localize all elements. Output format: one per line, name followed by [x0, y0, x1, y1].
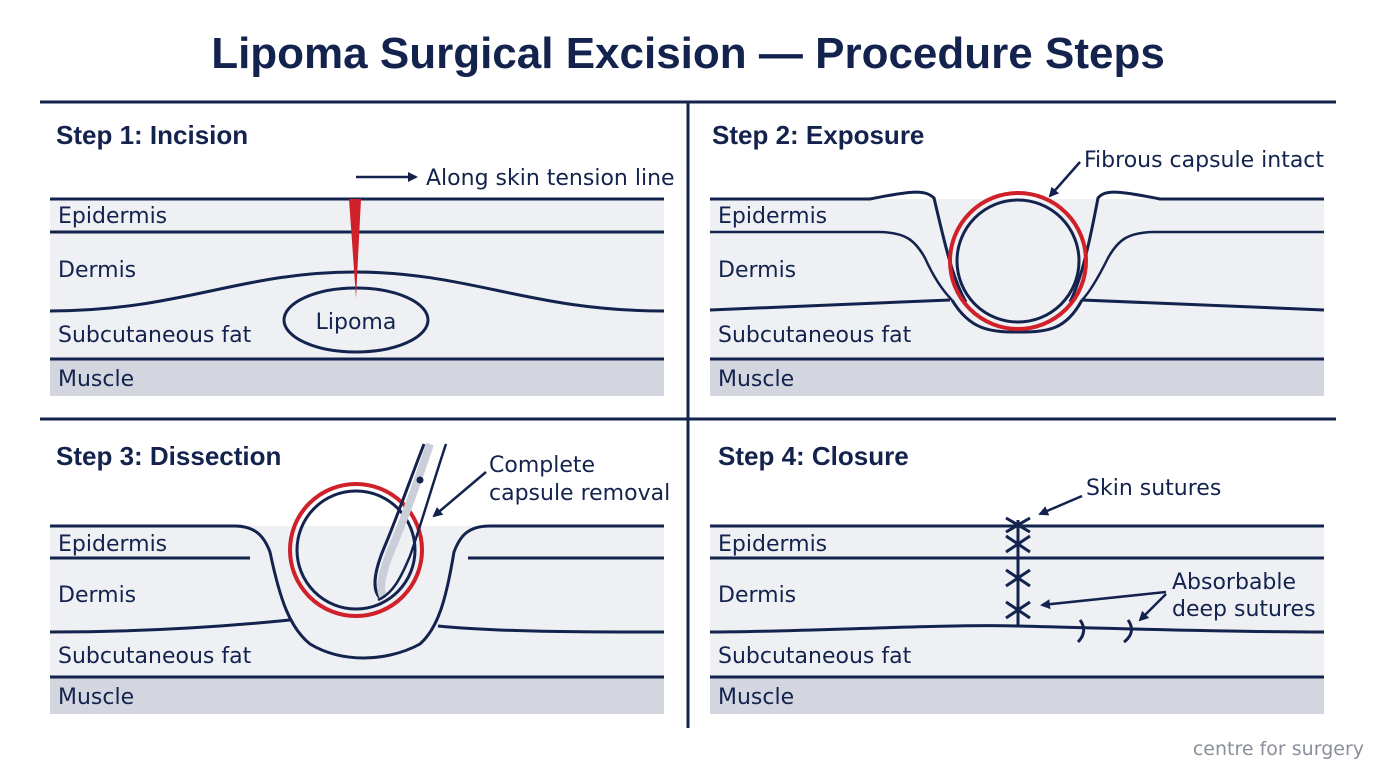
step-4-annotation-deep-line2: deep sutures — [1172, 597, 1316, 622]
step-1-muscle-band — [50, 360, 664, 396]
step-2-label-fat: Subcutaneous fat — [718, 323, 912, 348]
step-3-instrument-blade — [377, 443, 448, 602]
step-4-label-muscle: Muscle — [718, 685, 794, 710]
step-4-annotation-skin: Skin sutures — [1086, 476, 1221, 501]
step-4-suture-2 — [1005, 534, 1031, 554]
step-2-title: Step 2: Exposure — [712, 120, 924, 150]
step-1-panel: Step 1: Incision Lipoma Along skin tensi… — [49, 120, 675, 396]
step-3-label-muscle: Muscle — [58, 685, 134, 710]
step-4-suture-icons — [1005, 516, 1031, 620]
step-3-dermis-fat-left — [49, 618, 291, 634]
step-2-lipoma — [955, 198, 1081, 324]
step-2-label-epidermis: Epidermis — [718, 204, 827, 229]
page-title: Lipoma Surgical Excision — Procedure Ste… — [211, 29, 1165, 78]
step-1-label-fat: Subcutaneous fat — [58, 323, 252, 348]
step-1-label-epidermis: Epidermis — [58, 204, 167, 229]
step-4-deep-pointer-1-icon — [1040, 590, 1167, 610]
step-1-label-dermis: Dermis — [58, 258, 136, 283]
step-3-skin-bands — [50, 526, 664, 678]
step-2-panel: Step 2: Exposure Fibrous capsule intact … — [709, 120, 1325, 396]
step-4-label-fat: Subcutaneous fat — [718, 644, 912, 669]
step-4-skin-suture-pointer-icon — [1038, 494, 1083, 516]
step-2-dermis-fat-left — [709, 298, 951, 312]
watermark: centre for surgery — [1193, 738, 1364, 760]
step-4-title: Step 4: Closure — [718, 441, 909, 471]
step-3-pointer-icon — [432, 471, 487, 518]
step-4-muscle-band — [710, 678, 1324, 714]
step-1-label-muscle: Muscle — [58, 367, 134, 392]
step-3-title: Step 3: Dissection — [56, 441, 281, 471]
step-3-annotation-line1: Complete — [489, 453, 595, 478]
step-3-lipoma — [295, 489, 417, 611]
step-4-suture-4 — [1005, 600, 1031, 620]
step-4-label-epidermis: Epidermis — [718, 532, 827, 557]
step-3-instrument-icon — [377, 442, 434, 601]
step-1-lipoma-label: Lipoma — [316, 310, 397, 335]
step-2-right-flap — [1068, 190, 1324, 303]
step-4-label-dermis: Dermis — [718, 583, 796, 608]
step-4-suture-3 — [1005, 568, 1031, 588]
step-3-capsule — [288, 482, 424, 618]
step-3-dermis-fat-right — [437, 624, 665, 634]
step-2-pointer-icon — [1048, 161, 1081, 198]
step-2-label-muscle: Muscle — [718, 367, 794, 392]
step-1-annotation: Along skin tension line — [426, 166, 675, 191]
step-2-dermis-fat-right — [1081, 298, 1325, 312]
step-1-incision-mark — [349, 199, 361, 298]
step-3-cavity — [50, 524, 664, 660]
step-3-panel: Step 3: Dissection Complete capsule remo… — [49, 441, 670, 714]
step-3-instrument-pivot — [416, 476, 424, 484]
step-4-deep-suture-2 — [1123, 619, 1133, 644]
step-3-muscle-band — [50, 678, 664, 714]
step-2-left-flap-inner — [710, 230, 953, 301]
step-3-label-epidermis: Epidermis — [58, 532, 167, 557]
step-3-label-dermis: Dermis — [58, 583, 136, 608]
step-2-left-flap — [710, 190, 968, 303]
step-2-right-flap-inner — [1081, 230, 1324, 301]
step-2-cavity — [950, 299, 1084, 334]
step-4-deep-suture-1 — [1076, 619, 1086, 644]
step-2-muscle-band — [710, 360, 1324, 396]
step-4-deep-pointer-2-icon — [1138, 593, 1167, 622]
step-4-annotation-deep-line1: Absorbable — [1172, 570, 1296, 595]
step-3-label-fat: Subcutaneous fat — [58, 644, 252, 669]
step-4-suture-1 — [1005, 516, 1031, 534]
step-4-panel: Step 4: Closure Skin sutures Absorbable … — [709, 441, 1325, 714]
step-3-annotation-line2: capsule removal — [489, 481, 670, 506]
step-2-label-dermis: Dermis — [718, 258, 796, 283]
step-2-capsule — [948, 191, 1088, 331]
step-2-annotation: Fibrous capsule intact — [1084, 148, 1324, 173]
step-1-title: Step 1: Incision — [56, 120, 248, 150]
step-3-instrument-shadow — [373, 443, 426, 600]
